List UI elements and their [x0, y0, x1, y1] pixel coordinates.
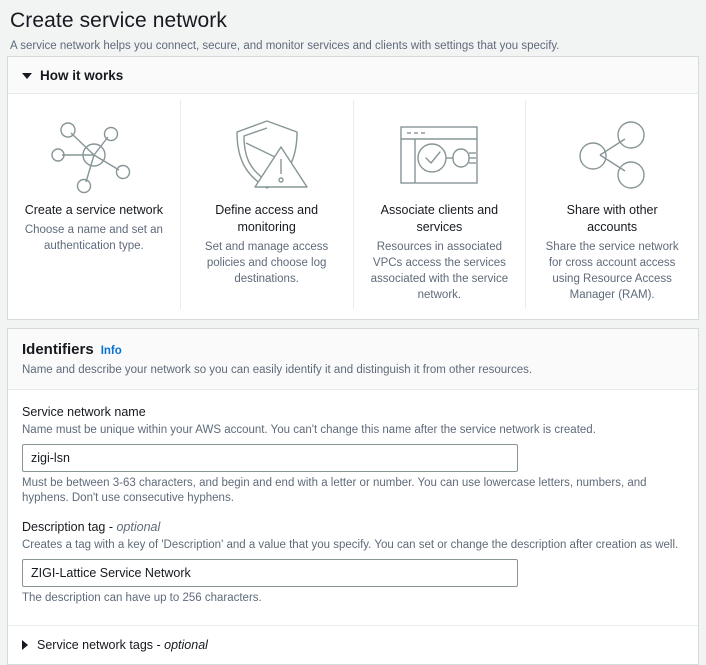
card-title: Create a service network [24, 203, 163, 217]
card-title: Share with other accounts [566, 203, 658, 234]
service-network-tags-label-text: Service network tags - [37, 638, 165, 652]
how-it-works-card-associate-clients-and-services: Associate clients and services Resources… [352, 100, 526, 309]
card-title: Define access and monitoring [215, 203, 319, 234]
description-tag-label: Description tag - optional [22, 519, 684, 536]
description-tag-constraint: The description can have up to 256 chara… [22, 592, 262, 604]
how-it-works-panel: How it works [7, 56, 699, 320]
card-description: Resources in associated VPCs access the … [370, 241, 509, 301]
how-it-works-header[interactable]: How it works [8, 57, 698, 94]
service-network-tags-optional-text: optional [164, 638, 208, 652]
how-it-works-label: How it works [40, 68, 124, 83]
share-nodes-icon [560, 112, 664, 198]
page-header: Create service network A service network… [0, 0, 706, 56]
service-network-name-constraint: Must be between 3-63 characters, and beg… [22, 477, 647, 504]
shield-warning-icon [215, 112, 319, 198]
service-network-name-input[interactable] [22, 444, 518, 472]
card-title: Associate clients and services [380, 203, 499, 234]
identifiers-title: Identifiers [22, 341, 94, 358]
description-tag-label-text: Description tag - [22, 520, 117, 534]
card-description: Set and manage access policies and choos… [204, 241, 329, 285]
service-network-name-label: Service network name [22, 405, 146, 419]
triangle-right-icon[interactable] [22, 640, 28, 650]
triangle-down-icon[interactable] [22, 72, 32, 79]
identifiers-panel: Identifiers Info Name and describe your … [7, 328, 699, 665]
description-tag-input[interactable] [22, 559, 518, 587]
page-title: Create service network [10, 9, 227, 32]
identifiers-header: Identifiers Info Name and describe your … [8, 329, 698, 390]
page-subtitle: A service network helps you connect, sec… [10, 40, 560, 52]
card-description: Choose a name and set an authentication … [24, 224, 163, 252]
description-tag-optional-text: optional [116, 520, 161, 534]
card-description: Share the service network for cross acco… [545, 241, 679, 301]
browser-plug-check-icon [387, 112, 491, 198]
service-network-tags-section-header[interactable]: Service network tags - optional [8, 625, 698, 664]
how-it-works-cards: Create a service network Choose a name a… [8, 94, 698, 319]
description-tag-hint: Creates a tag with a key of 'Description… [22, 539, 679, 551]
network-hub-icon [42, 112, 146, 198]
how-it-works-card-create-service-network: Create a service network Choose a name a… [8, 100, 180, 309]
description-tag-field: Description tag - optional Creates a tag… [22, 519, 684, 606]
service-network-name-field: Service network name Name must be unique… [22, 404, 684, 506]
how-it-works-card-share-with-other-accounts: Share with other accounts Share the serv… [525, 100, 698, 309]
service-network-name-hint: Name must be unique within your AWS acco… [22, 424, 596, 436]
how-it-works-card-define-access-and-monitoring: Define access and monitoring Set and man… [179, 100, 353, 309]
info-link[interactable]: Info [100, 345, 122, 357]
service-network-tags-label: Service network tags - optional [37, 638, 208, 652]
identifiers-form: Service network name Name must be unique… [8, 390, 698, 625]
identifiers-description: Name and describe your network so you ca… [22, 364, 533, 376]
